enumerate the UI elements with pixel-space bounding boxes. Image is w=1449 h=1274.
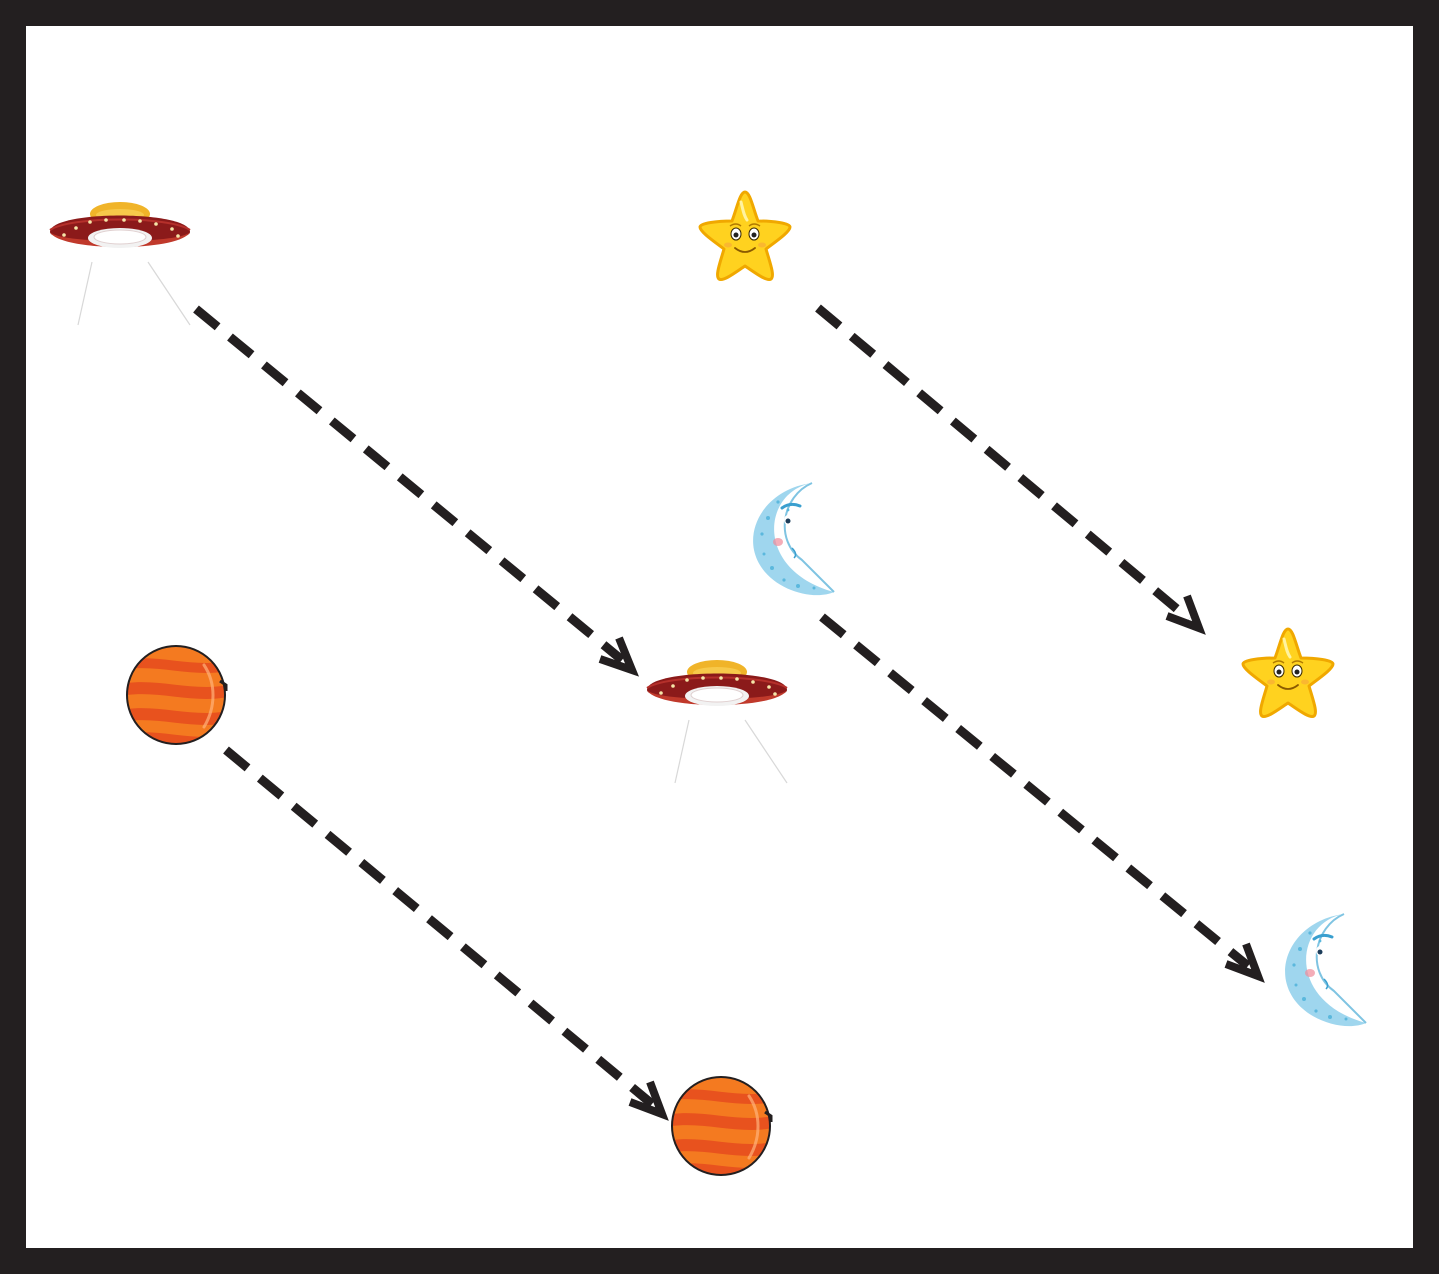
translation-diagram — [0, 0, 1449, 1274]
